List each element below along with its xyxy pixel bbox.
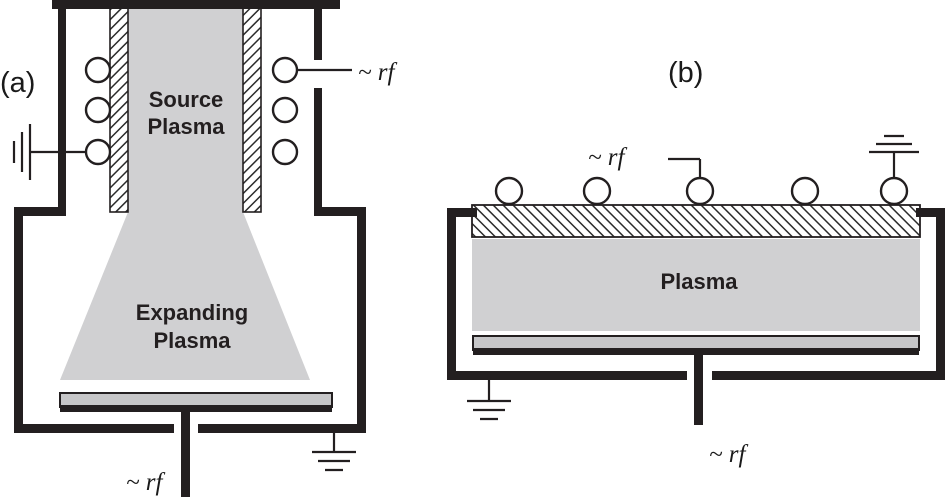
substrate-electrode-b	[472, 335, 920, 425]
ground-lead-planar-coil-b	[869, 134, 919, 178]
source-outer-wall-right-upper	[314, 4, 322, 60]
rf-label-substrate-b: ~ rf	[709, 441, 749, 468]
source-outer-wall-left	[58, 0, 66, 212]
substrate-electrode-a	[59, 392, 333, 497]
coil-turn-b-1	[494, 176, 524, 206]
ground-symbol-chamber-a	[312, 428, 356, 472]
coil-turn-right-2	[271, 96, 299, 124]
ground-lead-source-coil	[12, 124, 86, 180]
chamber-bottom-right-b	[712, 371, 945, 380]
coil-turn-b-5	[879, 176, 909, 206]
coil-turn-right-3	[271, 138, 299, 166]
source-chamber-walls	[52, 0, 340, 212]
rf-label-substrate-a: ~ rf	[126, 469, 166, 496]
dielectric-window-b	[471, 204, 921, 238]
electrode-plate	[59, 392, 333, 408]
dielectric-wall-left	[109, 0, 129, 213]
source-outer-wall-right-lower	[314, 88, 322, 212]
plasma-region-b	[472, 239, 920, 331]
chamber-wall-left	[14, 207, 23, 432]
coil-turn-b-2	[582, 176, 612, 206]
source-top-plate	[52, 0, 340, 9]
chamber-bottom-right	[198, 424, 366, 433]
panel-b-label: (b)	[668, 57, 703, 89]
source-tube-dielectric-walls	[109, 0, 262, 213]
chamber-bottom-left-b	[447, 371, 687, 380]
rf-feed-planar-coil-b	[668, 157, 702, 178]
chamber-wall-right	[357, 207, 366, 432]
electrode-rf-stem-b	[694, 350, 703, 425]
chamber-walls-b	[447, 208, 945, 380]
source-plasma-region	[128, 0, 243, 212]
chamber-wall-left-b	[447, 208, 456, 380]
coil-turn-right-1	[271, 56, 299, 84]
plasma-label-b: Plasma	[660, 269, 738, 294]
chamber-shoulder-right	[314, 207, 366, 216]
rf-label-planar-coil-b: ~ rf	[588, 144, 628, 171]
chamber-bottom-left	[14, 424, 174, 433]
chamber-wall-right-b	[936, 208, 945, 380]
source-coil-left	[84, 56, 112, 166]
panel-a-plasma-fills	[60, 0, 310, 380]
source-plasma-label-line1: Source	[149, 87, 224, 112]
coil-turn-left-3	[84, 138, 112, 166]
coil-turn-b-3	[685, 176, 715, 206]
electrode-rf-stem	[181, 407, 190, 497]
chamber-shoulder-left	[14, 207, 66, 216]
expanding-plasma-label-line2: Plasma	[153, 328, 231, 353]
source-plasma-label-line2: Plasma	[147, 114, 225, 139]
electrode-base-shadow	[60, 405, 332, 412]
electrode-plate-b	[472, 335, 920, 351]
chamber-shoulder-left-b	[447, 208, 477, 217]
dielectric-wall-right	[242, 0, 262, 213]
panel-b: (b) Plasma ~ rf ~ rf	[447, 57, 945, 468]
ground-symbol-chamber-b	[467, 376, 511, 421]
coil-turn-left-1	[84, 56, 112, 84]
source-coil-right	[271, 56, 299, 166]
expanding-plasma-label-line1: Expanding	[136, 300, 248, 325]
expansion-chamber-walls	[14, 207, 366, 433]
ground-symbol-left	[12, 124, 32, 180]
chamber-shoulder-right-b	[916, 208, 945, 217]
rf-label-source-coil: ~ rf	[358, 59, 398, 86]
expanding-plasma-region	[60, 212, 310, 380]
panel-a: (a) Source Plasma Expanding Plasma ~ rf …	[0, 0, 398, 497]
planar-coil-b	[494, 176, 909, 206]
coil-turn-left-2	[84, 96, 112, 124]
coil-turn-b-4	[790, 176, 820, 206]
panel-a-label: (a)	[0, 67, 35, 99]
